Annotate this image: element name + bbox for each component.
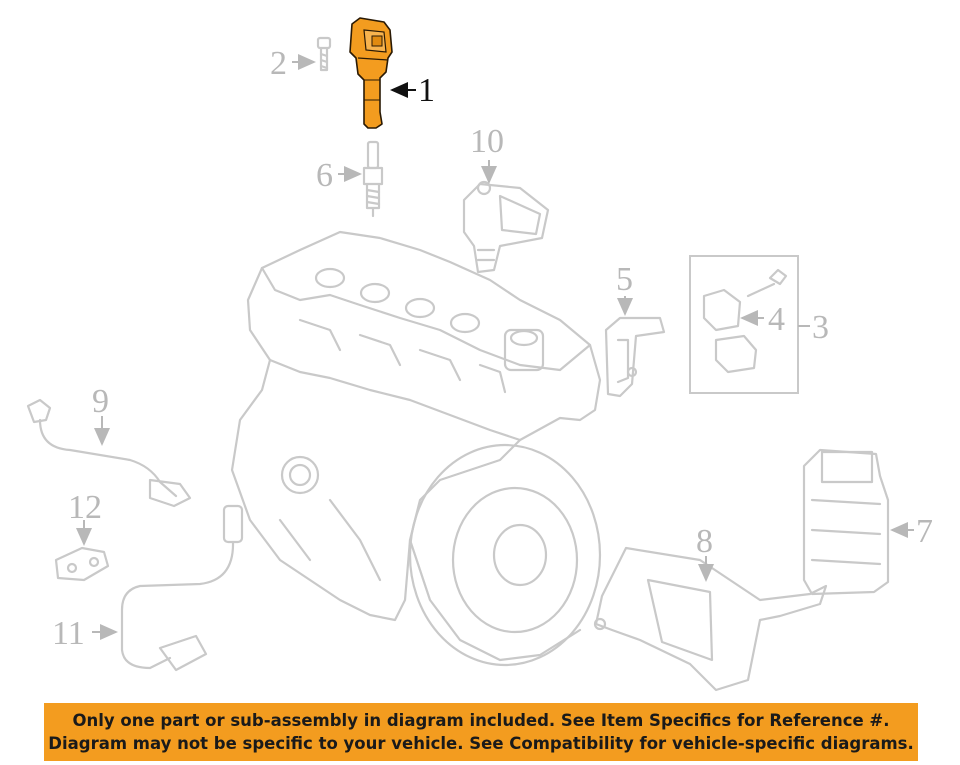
- parts-diagram: 1 2 6 10 5 4 3 9 12 11 8 7: [26, 17, 933, 692]
- engine-block: [230, 230, 602, 667]
- callout-6: 6: [316, 157, 333, 194]
- ecu-part-7: [802, 448, 890, 596]
- callout-9: 9: [92, 383, 109, 420]
- ecu-bracket-part-8: [593, 546, 828, 692]
- disclaimer-line-1: Only one part or sub-assembly in diagram…: [72, 711, 890, 730]
- leader-lines: [76, 54, 914, 640]
- callout-1: 1: [418, 72, 435, 109]
- callout-5: 5: [616, 261, 633, 298]
- callout-3: 3: [812, 309, 829, 346]
- harness-part-9: [26, 398, 192, 508]
- ignition-coil-part: [349, 17, 393, 129]
- disclaimer-banner: Only one part or sub-assembly in diagram…: [44, 703, 918, 761]
- callout-11: 11: [52, 615, 85, 652]
- sensor-part-11: [120, 504, 244, 672]
- cam-sensor-part-10: [462, 180, 550, 274]
- callout-4: 4: [768, 301, 785, 338]
- disclaimer-line-2: Diagram may not be specific to your vehi…: [48, 734, 914, 753]
- bracket-part-12: [54, 546, 110, 582]
- callout-7: 7: [916, 513, 933, 550]
- bracket-part-5: [604, 316, 666, 398]
- spark-plug-part-6: [362, 140, 384, 218]
- callout-12: 12: [68, 489, 102, 526]
- sensor-kit-part-3: [689, 255, 799, 394]
- callout-2: 2: [270, 45, 287, 82]
- bolt-part-2: [316, 36, 332, 72]
- callout-10: 10: [470, 123, 504, 160]
- callout-8: 8: [696, 523, 713, 560]
